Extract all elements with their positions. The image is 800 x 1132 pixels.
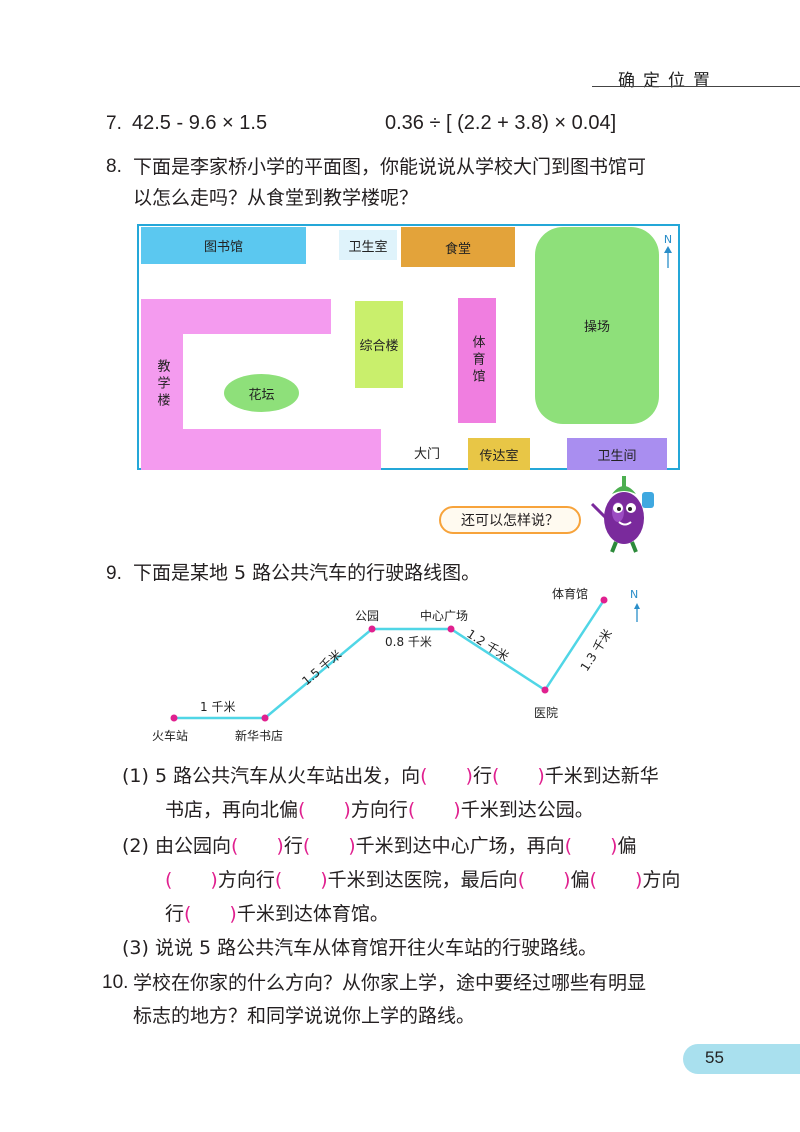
route-north-arrowhead-icon — [634, 603, 640, 609]
q9-sub2-text-a: 由公园向 — [154, 835, 231, 857]
q9-sub2-text-f: 千米到达医院，最后向 — [327, 869, 518, 891]
map-flower-bed: 花坛 — [224, 374, 299, 412]
q9-sub1-text-b: 行 — [472, 765, 492, 787]
map-teaching-building-bottom — [141, 429, 381, 470]
map-gym: 体育馆 — [458, 298, 496, 423]
q9-title: 下面是某地 5 路公共汽车的行驶路线图。 — [133, 562, 481, 584]
map-teaching-building-label: 教学楼 — [154, 359, 170, 410]
speech-bubble-text: 还可以怎样说？ — [461, 513, 559, 529]
stop-bookstore-dot — [261, 714, 269, 722]
q9-sub1-line-2: 书店，再向北偏( )方向行( )千米到达公园。 — [165, 798, 594, 822]
page-number: 55 — [705, 1048, 724, 1067]
answer-blank[interactable]: ( ) — [302, 835, 356, 857]
map-playground: 操场 — [535, 227, 659, 424]
q9-sub2-text-j: 千米到达体育馆。 — [236, 903, 389, 925]
map-playground-label: 操场 — [583, 320, 610, 335]
q9-sub1-text-a: 5 路公共汽车从火车站出发，向 — [154, 765, 421, 787]
map-restroom-bottom-label: 卫生间 — [597, 448, 637, 464]
answer-blank[interactable]: ( ) — [274, 869, 328, 891]
q9-sub2-text-h: 方向 — [642, 869, 681, 891]
answer-blank[interactable]: ( ) — [564, 835, 618, 857]
q9-sub1-text-c: 千米到达新华 — [544, 765, 659, 787]
q9-sub2-label: (2) — [122, 835, 149, 857]
answer-blank[interactable]: ( ) — [407, 799, 461, 821]
map-north-arrow-icon — [664, 246, 672, 268]
stop-train-station-dot — [170, 714, 178, 722]
map-gate: 大门 — [407, 440, 447, 464]
map-canteen-label: 食堂 — [444, 241, 471, 257]
q9-sub2-text-g: 偏 — [570, 869, 590, 891]
map-complex-building-label: 综合楼 — [359, 339, 399, 354]
stop-plaza-dot — [447, 625, 455, 633]
page-number-tab — [683, 1044, 800, 1074]
route-north-label: N — [630, 588, 639, 601]
q9-sub1-line-1: (1) 5 路公共汽车从火车站出发，向( )行( )千米到达新华 — [122, 764, 659, 788]
question-7-number: 7. — [106, 113, 122, 134]
q8-line-2: 以怎么走吗？从食堂到教学楼呢？ — [133, 187, 419, 209]
answer-blank[interactable]: ( ) — [517, 869, 571, 891]
map-flower-bed-label: 花坛 — [248, 387, 275, 403]
q9-sub2-text-e: 方向行 — [217, 869, 275, 891]
answer-blank[interactable]: ( ) — [230, 835, 284, 857]
header-divider — [592, 86, 800, 87]
map-complex-building: 综合楼 — [355, 301, 403, 388]
answer-blank[interactable]: ( ) — [491, 765, 545, 787]
q9-sub3-label: (3) — [122, 937, 149, 959]
q9-sub3-line: (3) 说说 5 路公共汽车从体育馆开往火车站的行驶路线。 — [122, 936, 597, 960]
stop-stadium-dot — [600, 596, 608, 604]
q10-line-2: 标志的地方？和同学说说你上学的路线。 — [133, 1005, 476, 1027]
stop-bookstore-label: 新华书店 — [235, 729, 284, 743]
distance-1-label: 1 千米 — [200, 700, 236, 714]
answer-blank[interactable]: ( ) — [589, 869, 643, 891]
map-restroom-top-label: 卫生室 — [348, 239, 388, 255]
distance-3-label: 0.8 千米 — [385, 635, 432, 649]
bus-route-diagram — [170, 596, 640, 722]
stop-stadium-label: 体育馆 — [552, 587, 589, 601]
question-8-number: 8. — [106, 156, 122, 177]
map-library: 图书馆 — [141, 227, 306, 264]
q9-sub3-text: 说说 5 路公共汽车从体育馆开往火车站的行驶路线。 — [154, 937, 598, 959]
q9-sub1-text-f: 千米到达公园。 — [460, 799, 594, 821]
q9-sub1-text-d: 书店，再向北偏 — [165, 799, 299, 821]
q9-sub2-text-d: 偏 — [617, 835, 637, 857]
answer-blank[interactable]: ( ) — [420, 765, 473, 787]
map-north-label: N — [661, 232, 675, 246]
stop-park-dot — [368, 625, 376, 633]
stop-hospital-label: 医院 — [534, 706, 559, 720]
map-gate-label: 大门 — [413, 446, 440, 462]
answer-blank[interactable]: ( ) — [165, 869, 218, 891]
q8-line-1: 下面是李家桥小学的平面图，你能说说从学校大门到图书馆可 — [133, 156, 647, 178]
stop-plaza-label: 中心广场 — [420, 609, 469, 623]
q9-sub2-line-2: ( )方向行( )千米到达医院，最后向( )偏( )方向 — [165, 868, 680, 892]
map-library-label: 图书馆 — [203, 240, 243, 255]
speech-bubble: 还可以怎样说？ — [439, 506, 581, 534]
eggplant-mascot-icon — [590, 476, 654, 553]
q9-sub1-text-e: 方向行 — [350, 799, 408, 821]
map-reception: 传达室 — [468, 438, 530, 470]
question-10-number: 10. — [102, 972, 129, 993]
bus-route-line — [174, 599, 606, 720]
map-restroom-top: 卫生室 — [339, 230, 397, 260]
map-restroom-bottom: 卫生间 — [567, 438, 667, 470]
map-reception-label: 传达室 — [479, 448, 519, 464]
q7-expression-1: 42.5 - 9.6 × 1.5 — [132, 112, 268, 134]
q10-line-1: 学校在你家的什么方向？从你家上学，途中要经过哪些有明显 — [133, 972, 647, 994]
q9-sub2-line-3: 行( )千米到达体育馆。 — [165, 902, 389, 926]
q7-expression-2: 0.36 ÷ [ (2.2 + 3.8) × 0.04] — [385, 112, 617, 134]
q9-sub2-line-1: (2) 由公园向( )行( )千米到达中心广场，再向( )偏 — [122, 834, 637, 858]
map-north-text: N — [663, 232, 673, 246]
q9-sub2-text-c: 千米到达中心广场，再向 — [355, 835, 565, 857]
school-map: 图书馆 卫生室 食堂 操场 综合楼 体育馆 教学楼 花坛 大门 传达室 卫生间 … — [137, 224, 680, 470]
question-9-number: 9. — [106, 563, 122, 584]
q9-sub1-label: (1) — [122, 765, 149, 787]
q9-sub2-text-i: 行 — [165, 903, 185, 925]
stop-train-station-label: 火车站 — [152, 729, 189, 743]
stop-hospital-dot — [541, 686, 549, 694]
answer-blank[interactable]: ( ) — [298, 799, 351, 821]
map-canteen: 食堂 — [401, 227, 515, 267]
stop-park-label: 公园 — [355, 609, 380, 623]
map-gym-label: 体育馆 — [469, 335, 485, 386]
q9-sub2-text-b: 行 — [283, 835, 303, 857]
answer-blank[interactable]: ( ) — [184, 903, 237, 925]
